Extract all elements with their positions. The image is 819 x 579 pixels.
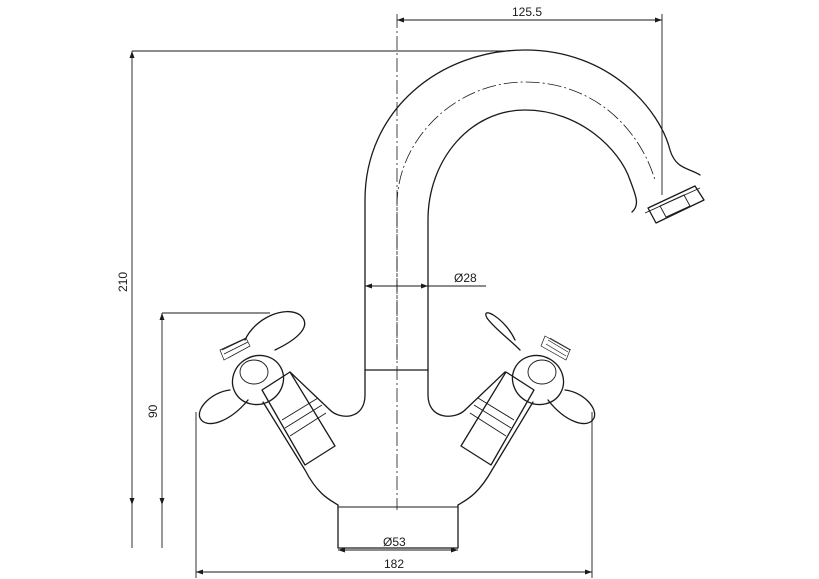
dim-spout-reach: 125.5 bbox=[397, 5, 663, 195]
dim-spout-diameter: Ø28 bbox=[365, 271, 486, 289]
dim-handle-height-label: 90 bbox=[146, 404, 160, 418]
dim-handle-height: 90 bbox=[146, 312, 270, 548]
aerator bbox=[644, 185, 705, 224]
dim-base-diameter: Ø53 bbox=[338, 535, 458, 553]
spout bbox=[364, 49, 705, 371]
dim-spout-reach-label: 125.5 bbox=[512, 5, 542, 19]
dim-total-width: 182 bbox=[195, 412, 593, 578]
right-handle-knurl bbox=[540, 335, 572, 361]
dim-spout-diameter-label: Ø28 bbox=[454, 271, 477, 285]
dim-total-height: 210 bbox=[116, 50, 510, 548]
right-handle bbox=[485, 312, 596, 425]
left-valve bbox=[231, 354, 336, 466]
right-valve bbox=[460, 354, 565, 466]
faucet-body bbox=[262, 369, 534, 549]
dim-total-width-label: 182 bbox=[384, 557, 404, 571]
left-handle bbox=[198, 310, 306, 425]
dim-base-diameter-label: Ø53 bbox=[383, 535, 406, 549]
dim-total-height-label: 210 bbox=[116, 272, 130, 292]
left-handle-knurl bbox=[219, 337, 251, 361]
